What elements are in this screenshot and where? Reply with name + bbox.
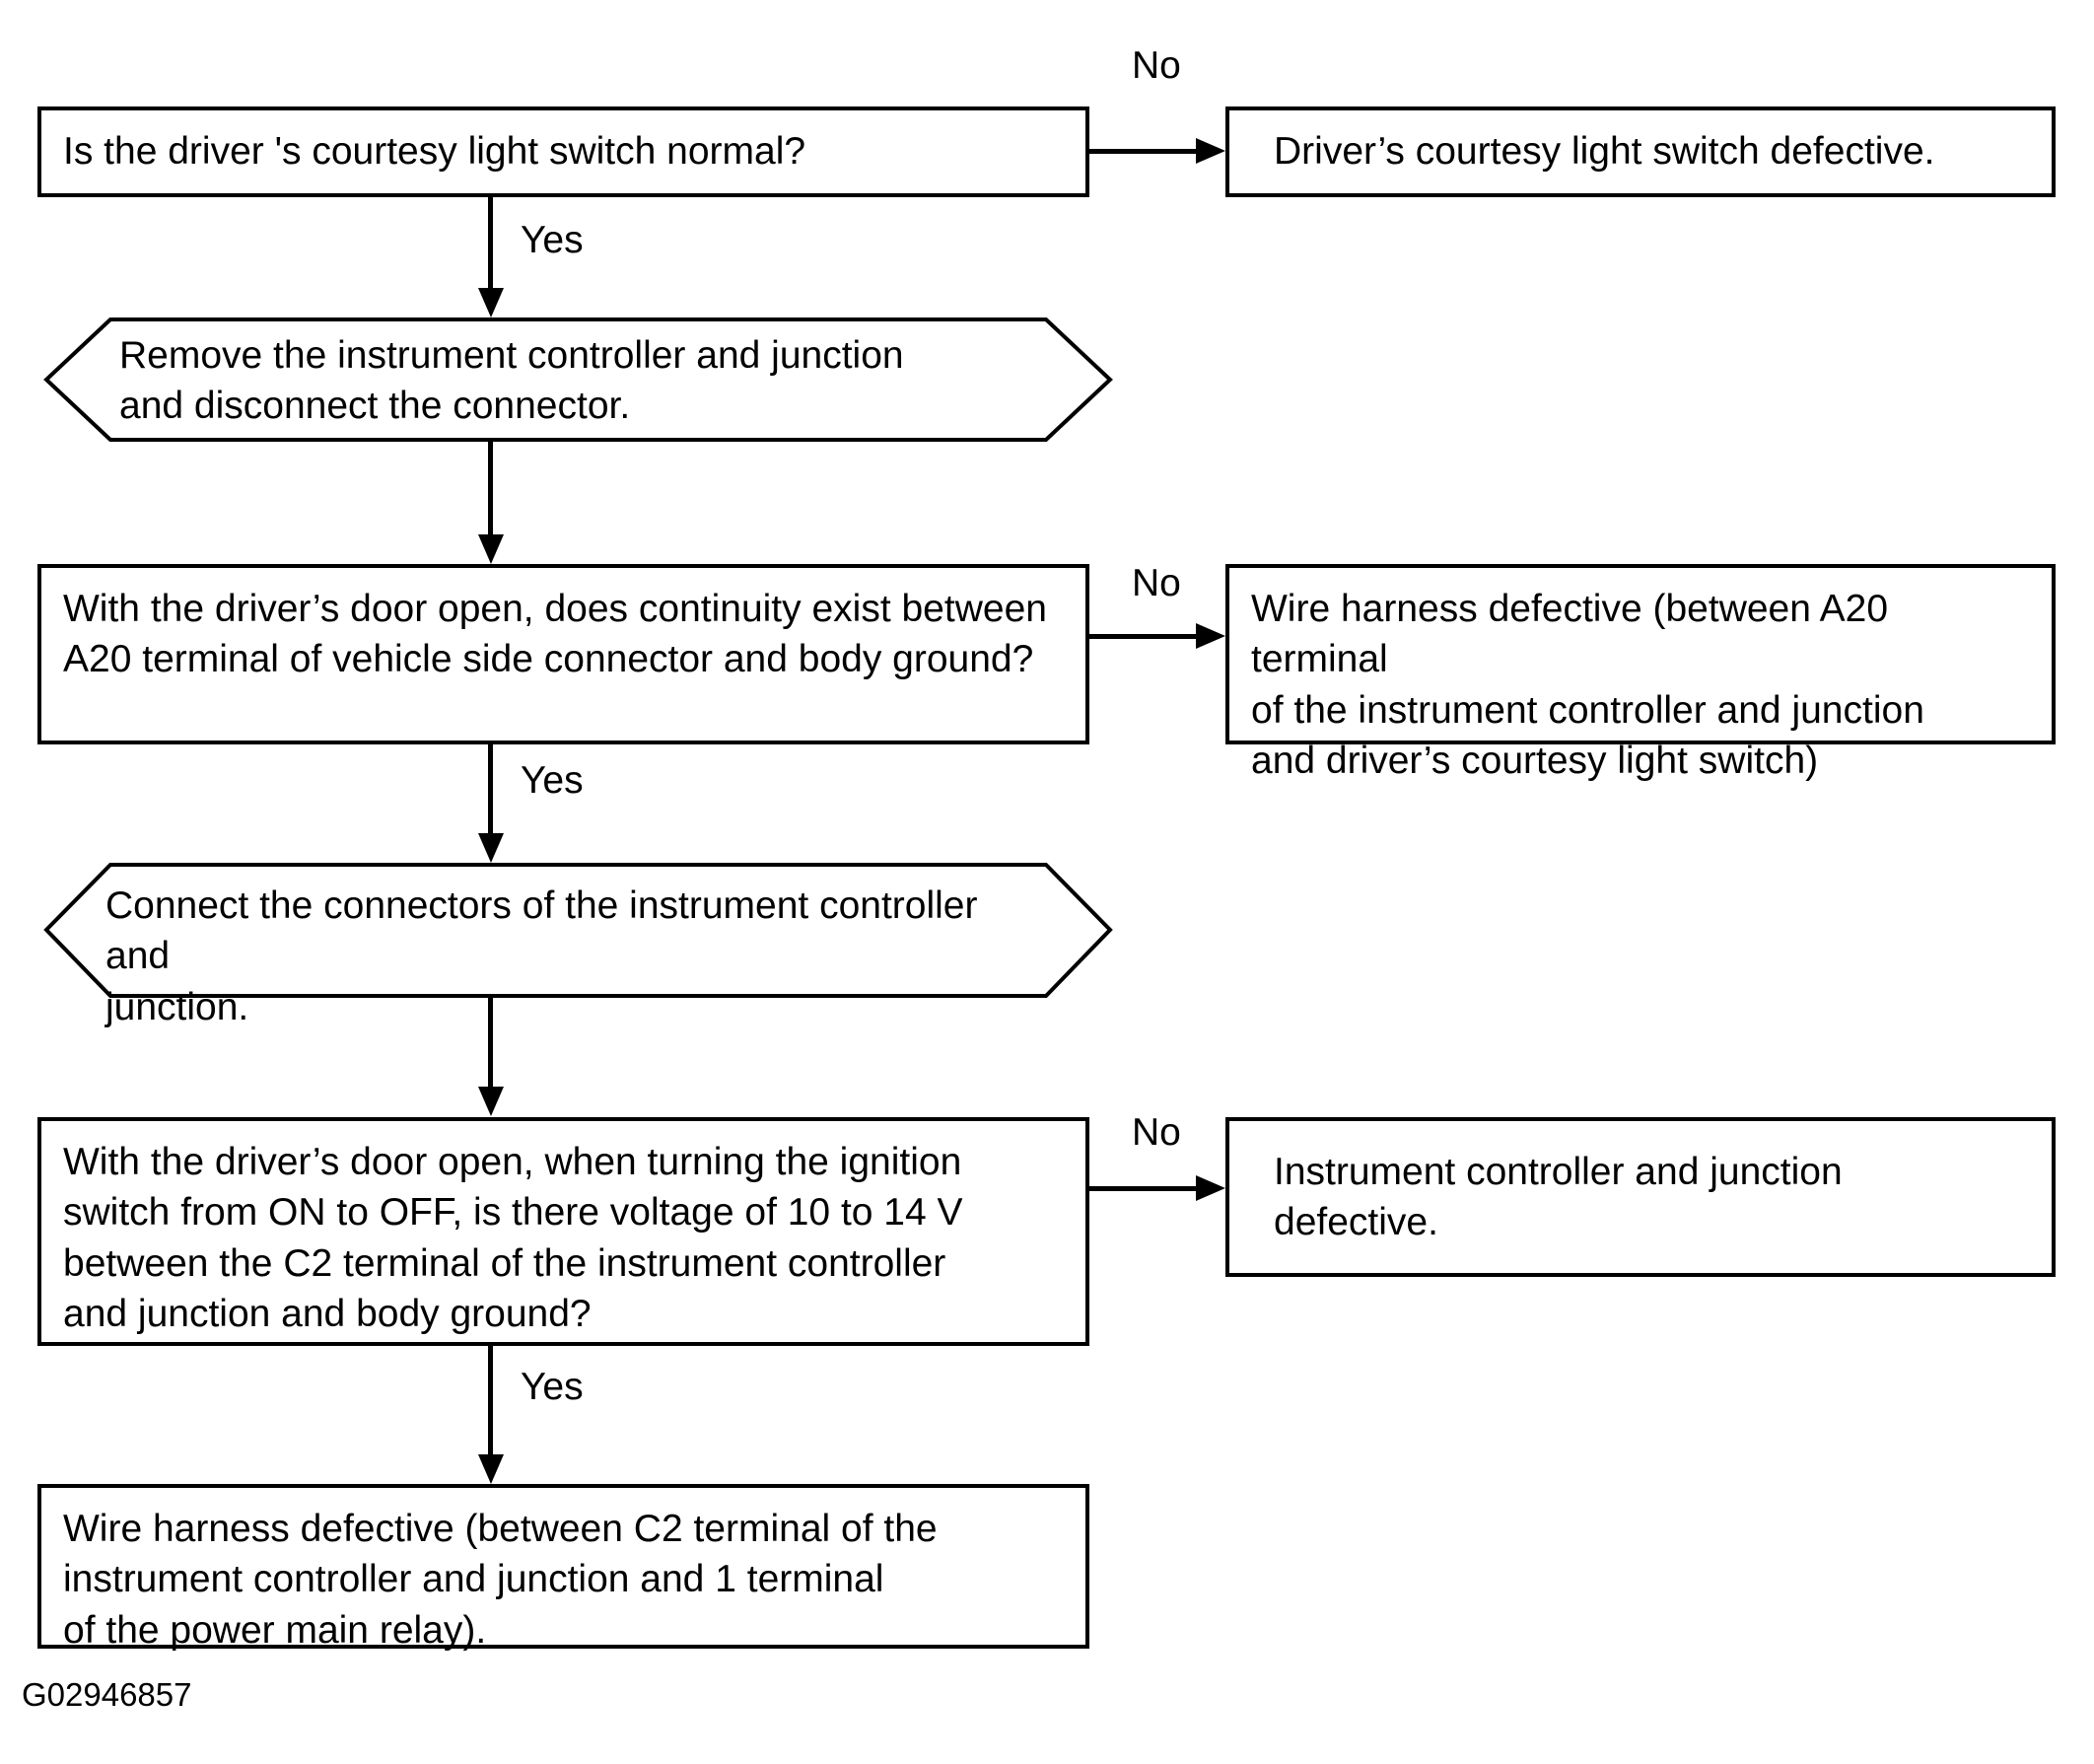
connector-action2-line [488,998,493,1087]
node-result-q2-no[interactable]: Wire harness defective (between A20 term… [1225,564,2056,782]
connector-action2-arrowhead [478,1087,504,1116]
node-question-2-label: With the driver’s door open, does contin… [63,588,1047,681]
edge-label-q1-no: No [1132,44,1181,87]
node-result-q2-no-label: Wire harness defective (between A20 term… [1251,588,1924,783]
edge-label-q2-yes: Yes [521,759,584,802]
connector-q2-no-line [1089,634,1198,639]
edge-label-q2-no: No [1132,562,1181,604]
connector-q1-no-arrowhead [1196,138,1225,164]
node-question-1-label: Is the driver 's courtesy light switch n… [63,130,806,174]
node-question-3-label: With the driver’s door open, when turnin… [63,1141,963,1336]
node-question-3[interactable]: With the driver’s door open, when turnin… [37,1117,1089,1346]
connector-q2-yes-arrowhead [478,833,504,863]
node-result-q3-yes[interactable]: Wire harness defective (between C2 termi… [37,1484,1089,1652]
connector-q1-no-line [1089,149,1198,154]
edge-label-q1-yes: Yes [521,219,584,261]
connector-q1-yes-line [488,197,493,288]
figure-caption-id: G02946857 [22,1676,192,1713]
connector-q3-yes-arrowhead [478,1454,504,1484]
node-action-2-label: Connect the connectors of the instrument… [105,884,978,1028]
node-result-q3-no-label: Instrument controller and junction defec… [1274,1150,1843,1243]
node-action-1-label: Remove the instrument controller and jun… [119,334,904,428]
node-result-q1-no[interactable]: Driver’s courtesy light switch defective… [1225,106,2056,197]
connector-q2-yes-line [488,744,493,833]
node-result-q3-no[interactable]: Instrument controller and junction defec… [1225,1117,2056,1277]
connector-q2-no-arrowhead [1196,623,1225,649]
edge-label-q3-no: No [1132,1111,1181,1154]
connector-action1-line [488,442,493,534]
edge-label-q3-yes: Yes [521,1366,584,1408]
node-action-2[interactable]: Connect the connectors of the instrument… [43,863,1113,1028]
node-action-1[interactable]: Remove the instrument controller and jun… [43,318,1113,442]
node-question-2[interactable]: With the driver’s door open, does contin… [37,564,1089,744]
connector-q3-no-arrowhead [1196,1175,1225,1201]
connector-action1-arrowhead [478,534,504,564]
connector-q3-yes-line [488,1346,493,1454]
node-question-1[interactable]: Is the driver 's courtesy light switch n… [37,106,1089,197]
node-result-q3-yes-label: Wire harness defective (between C2 termi… [63,1508,938,1652]
node-result-q1-no-label: Driver’s courtesy light switch defective… [1274,130,1935,174]
connector-q1-yes-arrowhead [478,288,504,318]
connector-q3-no-line [1089,1186,1198,1191]
